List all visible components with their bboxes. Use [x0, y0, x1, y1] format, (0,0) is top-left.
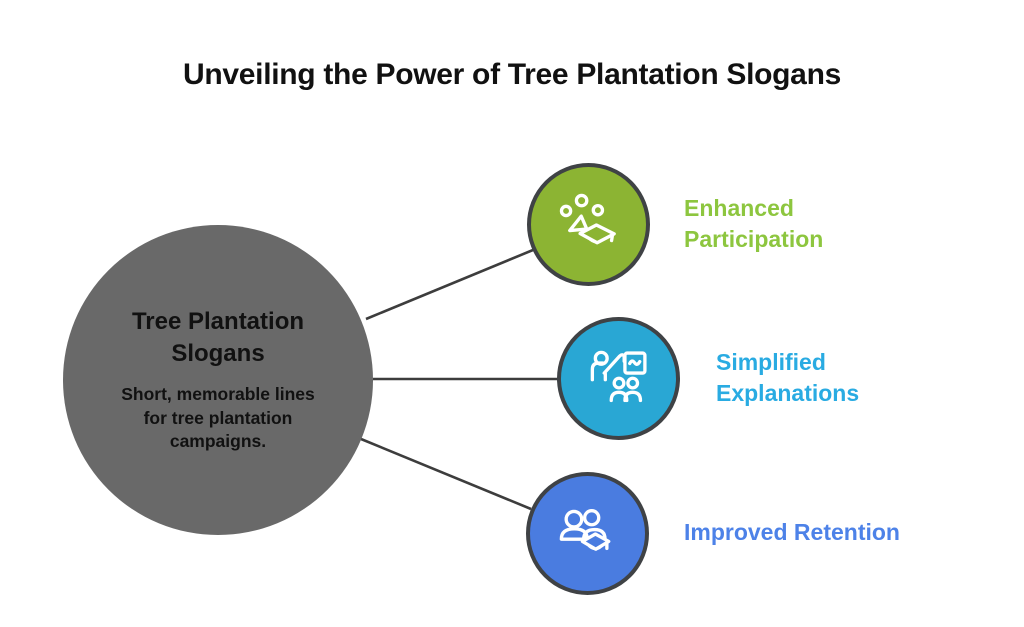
- people-graduation-icon: [559, 508, 610, 551]
- label-simplified-explanations: Simplified Explanations: [716, 349, 860, 406]
- node-simplified-explanations: [557, 317, 680, 440]
- label-enhanced-participation: Enhanced Participation: [684, 195, 824, 252]
- node-enhanced-participation: [527, 163, 650, 286]
- node-improved-retention: [526, 472, 649, 595]
- group-graduation-icon: [559, 193, 616, 244]
- label-improved-retention: Improved Retention: [684, 519, 900, 545]
- hub-description: Short, memorable lines for tree plantati…: [121, 384, 315, 452]
- hub-title: Tree Plantation Slogans: [131, 307, 305, 367]
- connector-line-top: [365, 248, 534, 321]
- page-title: Unveiling the Power of Tree Plantation S…: [183, 58, 841, 91]
- connector-line-bottom: [360, 437, 532, 511]
- hub-circle: Tree Plantation Slogans Short, memorable…: [63, 225, 373, 535]
- teacher-presentation-icon: [590, 350, 647, 402]
